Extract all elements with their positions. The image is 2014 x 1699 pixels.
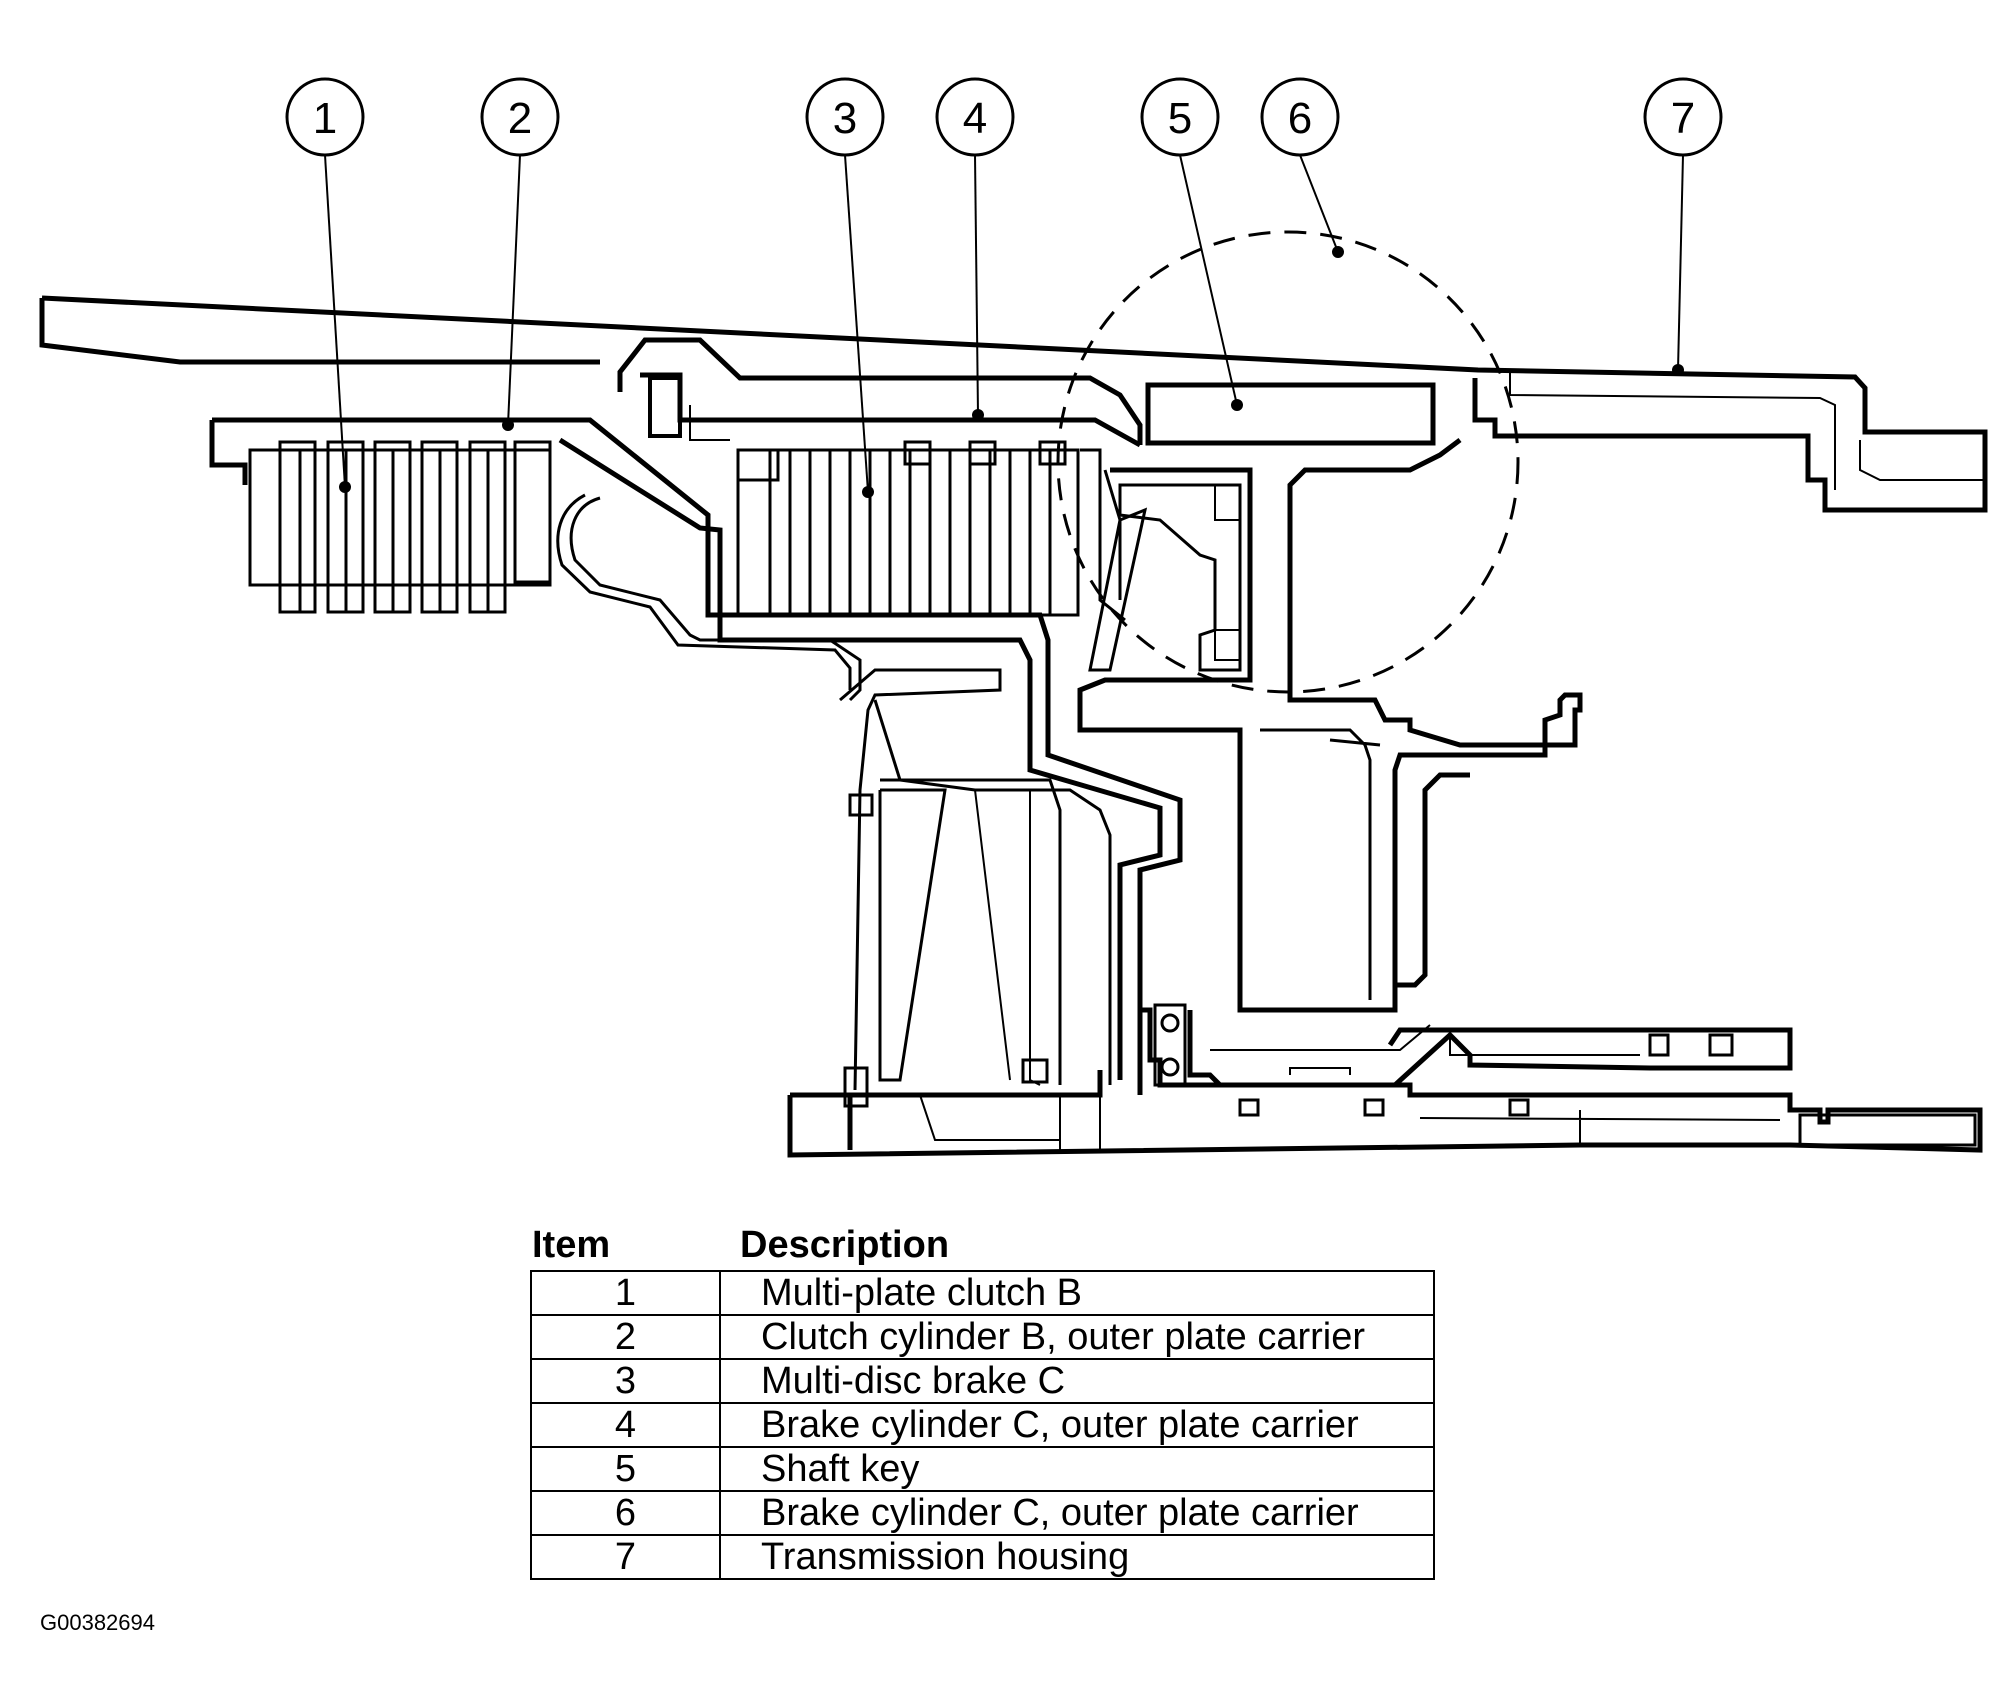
- transmission-cross-section-diagram: 1 2 3 4 5 6 7: [39, 77, 1988, 1158]
- legend-item-number: 3: [530, 1358, 721, 1404]
- table-row: 3 Multi-disc brake C: [530, 1358, 1435, 1404]
- main-shaft-left: [790, 1070, 1103, 1150]
- housing-left-end: [39, 298, 600, 365]
- right-carrier-inner: [1210, 1024, 1640, 1075]
- lower-seal-block-2: [1021, 1058, 1049, 1084]
- table-row: 7 Transmission housing: [530, 1534, 1435, 1580]
- legend-item-number: 4: [530, 1402, 721, 1448]
- legend-item-description: Transmission housing: [719, 1534, 1435, 1580]
- callout-label-6: 6: [1288, 94, 1312, 143]
- carrier-tab-1: [1648, 1033, 1670, 1057]
- legend-item-description: Clutch cylinder B, outer plate carrier: [719, 1314, 1435, 1360]
- legend-item-number: 2: [530, 1314, 721, 1360]
- lower-seal-block: [848, 793, 874, 817]
- housing-inner-line: [1509, 370, 1836, 490]
- shaft-seal: [843, 1066, 869, 1108]
- table-row: 4 Brake cylinder C, outer plate carrier: [530, 1402, 1435, 1448]
- legend-item-number: 5: [530, 1446, 721, 1492]
- table-row: 6 Brake cylinder C, outer plate carrier: [530, 1490, 1435, 1536]
- figure-id: G00382694: [40, 1610, 155, 1635]
- right-carrier: [1187, 1010, 1793, 1088]
- legend-item-number: 1: [530, 1270, 721, 1316]
- planet-link: [974, 789, 1041, 1086]
- legend-item-description: Shaft key: [719, 1446, 1435, 1492]
- shaft-end-block: [1798, 1113, 1977, 1147]
- transmission-housing-outline: [41, 295, 1988, 513]
- carrier-tab-3: [1238, 1098, 1260, 1117]
- bearing-ball: [1160, 1013, 1180, 1033]
- shaft-inner-lines: [919, 1094, 1781, 1150]
- legend-item-number: 6: [530, 1490, 721, 1536]
- return-spring: [1088, 507, 1148, 672]
- shaft-key: [1145, 382, 1436, 446]
- multi-plate-clutch-b: [248, 440, 552, 614]
- table-row: 5 Shaft key: [530, 1446, 1435, 1492]
- hub-lower-web: [1260, 728, 1381, 1000]
- legend-item-description: Multi-disc brake C: [719, 1358, 1435, 1404]
- callout-label-1: 1: [313, 94, 337, 143]
- leader-lines: [324, 154, 1684, 493]
- legend-item-header: Item: [532, 1224, 611, 1266]
- lower-carrier-drum: [873, 699, 1112, 1085]
- clutch-cylinder-b-carrier: [212, 417, 1183, 1070]
- callout-circles: [285, 77, 1723, 157]
- legend-table: 1 Multi-plate clutch B 2 Clutch cylinder…: [530, 1270, 1435, 1580]
- legend-item-description: Multi-plate clutch B: [719, 1270, 1435, 1316]
- detail-circle: [1056, 230, 1520, 694]
- legend-item-number: 7: [530, 1534, 721, 1580]
- table-row: 2 Clutch cylinder B, outer plate carrier: [530, 1314, 1435, 1360]
- legend-table-block: Item Description 1 Multi-plate clutch B …: [530, 1220, 1435, 1580]
- lower-carrier: [839, 668, 1002, 1091]
- clutch-carrier-inner-edge: [209, 420, 1163, 1080]
- bearing-ball-2: [1160, 1057, 1180, 1077]
- brake-cylinder-c-carrier: [617, 337, 1143, 445]
- bearing: [1153, 1003, 1187, 1087]
- housing-step-right: [1859, 440, 1985, 481]
- planet-gear-arm: [878, 788, 947, 1082]
- carrier-tab-2: [1708, 1033, 1734, 1057]
- multi-disc-brake-c: [736, 440, 1080, 617]
- leader-dots: [339, 246, 1684, 498]
- callout-label-7: 7: [1671, 94, 1695, 143]
- oil-feed-tube: [569, 496, 862, 702]
- carrier-tab-5: [1508, 1098, 1530, 1117]
- legend-item-description: Brake cylinder C, outer plate carrier: [719, 1490, 1435, 1536]
- callout-label-2: 2: [508, 94, 532, 143]
- hub-right-flange: [1392, 770, 1470, 988]
- callout-label-5: 5: [1168, 94, 1192, 143]
- oil-feed-tube-inner: [556, 493, 852, 690]
- brake-carrier-step: [689, 405, 730, 441]
- central-hub: [1077, 438, 1583, 1013]
- callout-label-3: 3: [833, 94, 857, 143]
- table-row: 1 Multi-plate clutch B: [530, 1270, 1435, 1316]
- retainer-block: [648, 376, 682, 438]
- hub-window: [1214, 484, 1241, 661]
- callout-label-4: 4: [963, 94, 987, 143]
- legend-description-header: Description: [740, 1224, 950, 1266]
- legend-item-description: Brake cylinder C, outer plate carrier: [719, 1402, 1435, 1448]
- carrier-tab-4: [1363, 1098, 1385, 1117]
- legend-header: Item Description: [530, 1220, 1435, 1270]
